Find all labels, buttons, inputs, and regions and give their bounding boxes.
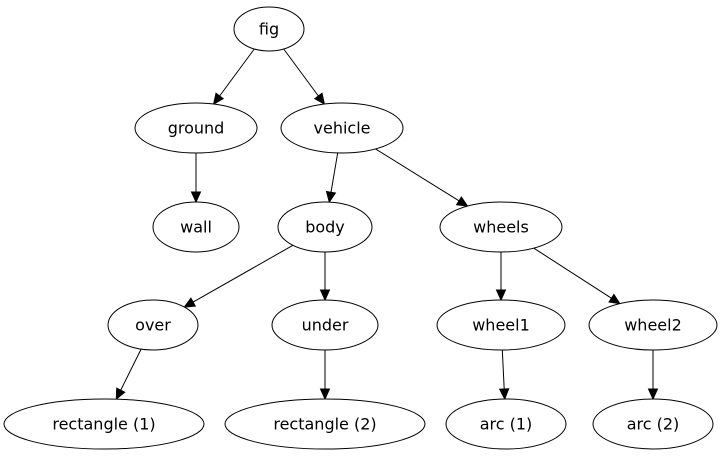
node-label-wall: wall: [180, 218, 212, 237]
node-label-rectangle-1: rectangle (1): [52, 415, 155, 434]
node-label-arc-1: arc (1): [480, 415, 533, 434]
edge-line: [120, 348, 142, 391]
node-over: over: [107, 299, 199, 351]
node-label-wheel2: wheel2: [624, 316, 682, 335]
node-label-over: over: [135, 316, 171, 335]
node-label-ground: ground: [168, 119, 225, 138]
node-label-fig: fig: [259, 20, 279, 39]
edge-vehicle-to-body: [325, 152, 339, 204]
edge-body-to-over: [183, 244, 294, 308]
node-arc-1: arc (1): [445, 398, 567, 450]
node-under: under: [271, 299, 379, 351]
node-ground: ground: [134, 102, 258, 154]
nodes: fig ground vehicle wall body wheels over: [3, 6, 718, 450]
node-arc-2: arc (2): [592, 398, 714, 450]
edge-under-to-rectangle2: [319, 350, 331, 401]
edge-wheel2-to-arc2: [647, 350, 659, 401]
node-label-wheels: wheels: [473, 218, 529, 237]
edge-wheels-to-wheel1: [495, 252, 507, 302]
node-wheel1: wheel1: [436, 299, 566, 351]
arrowhead-icon: [608, 293, 621, 305]
edge-line: [533, 247, 612, 299]
edge-line: [330, 152, 339, 193]
edge-line: [501, 349, 505, 390]
arrowhead-icon: [212, 92, 225, 106]
arrowhead-icon: [647, 388, 659, 401]
edge-wheels-to-wheel2: [533, 247, 621, 305]
node-label-arc-2: arc (2): [627, 415, 680, 434]
arrowhead-icon: [190, 191, 202, 204]
arrowhead-icon: [498, 388, 510, 401]
arrowhead-icon: [495, 289, 507, 302]
edge-fig-to-ground: [212, 48, 255, 106]
arrowhead-icon: [183, 297, 197, 308]
edge-over-to-rectangle1: [115, 348, 142, 401]
node-rectangle-2: rectangle (2): [224, 398, 426, 450]
node-wheel2: wheel2: [588, 299, 718, 351]
arrowhead-icon: [455, 196, 469, 207]
edge-line: [219, 48, 255, 97]
node-wheels: wheels: [439, 201, 563, 253]
edge-line: [375, 148, 460, 202]
node-body: body: [277, 201, 373, 253]
node-label-under: under: [302, 316, 349, 335]
node-label-rectangle-2: rectangle (2): [273, 415, 376, 434]
node-rectangle-1: rectangle (1): [3, 398, 205, 450]
edge-ground-to-wall: [190, 153, 202, 204]
node-label-wheel1: wheel1: [472, 316, 530, 335]
arrowhead-icon: [319, 289, 331, 302]
edge-vehicle-to-wheels: [375, 148, 469, 207]
edge-wheel1-to-arc1: [498, 349, 510, 401]
edge-line: [283, 48, 319, 97]
node-label-vehicle: vehicle: [314, 119, 371, 138]
edge-fig-to-vehicle: [283, 48, 326, 106]
edges: [115, 48, 659, 401]
arrowhead-icon: [319, 388, 331, 401]
arrowhead-icon: [325, 190, 337, 204]
arrowhead-icon: [115, 387, 126, 401]
edge-body-to-under: [319, 252, 331, 302]
node-fig: fig: [233, 6, 305, 52]
node-vehicle: vehicle: [280, 102, 404, 154]
node-label-body: body: [305, 218, 345, 237]
edge-line: [192, 244, 294, 303]
arrowhead-icon: [313, 92, 326, 106]
node-wall: wall: [152, 201, 240, 253]
